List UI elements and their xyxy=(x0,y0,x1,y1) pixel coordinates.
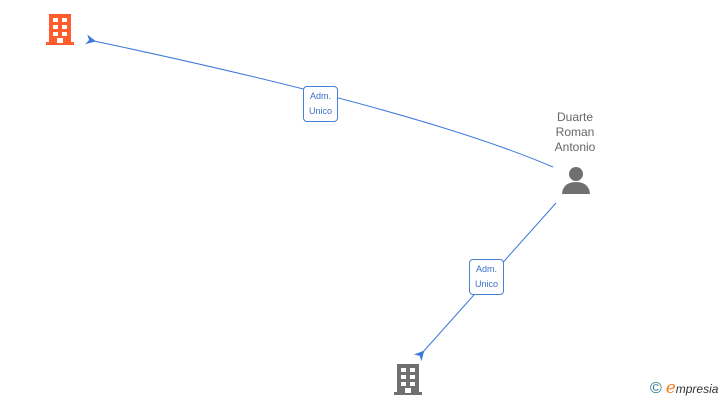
building-icon xyxy=(394,364,422,395)
edge-label-line: Unico xyxy=(475,279,499,289)
building-icon xyxy=(46,14,74,45)
person-name-line: Antonio xyxy=(554,140,596,154)
person-name: Duarte Roman Antonio xyxy=(535,110,615,155)
logo-e: e xyxy=(665,378,676,398)
logo-rest: mpresia xyxy=(675,382,719,396)
person-icon xyxy=(562,167,590,194)
person-node[interactable] xyxy=(561,165,591,200)
edge-person-to-company-top xyxy=(85,34,554,168)
edge-label-role[interactable]: Adm. Unico xyxy=(469,259,505,295)
edge-label-line: Adm. xyxy=(476,264,498,274)
empresia-logo: © empresia xyxy=(650,378,718,398)
person-name-line: Roman xyxy=(555,125,595,139)
edge-label-line: Unico xyxy=(309,106,333,116)
edge-label-role[interactable]: Adm. Unico xyxy=(303,86,339,122)
edge-label-line: Adm. xyxy=(310,91,332,101)
copyright-icon: © xyxy=(650,380,662,397)
company-node-top[interactable] xyxy=(44,12,76,51)
person-name-line: Duarte xyxy=(556,110,594,124)
company-node-bottom[interactable] xyxy=(392,362,424,401)
